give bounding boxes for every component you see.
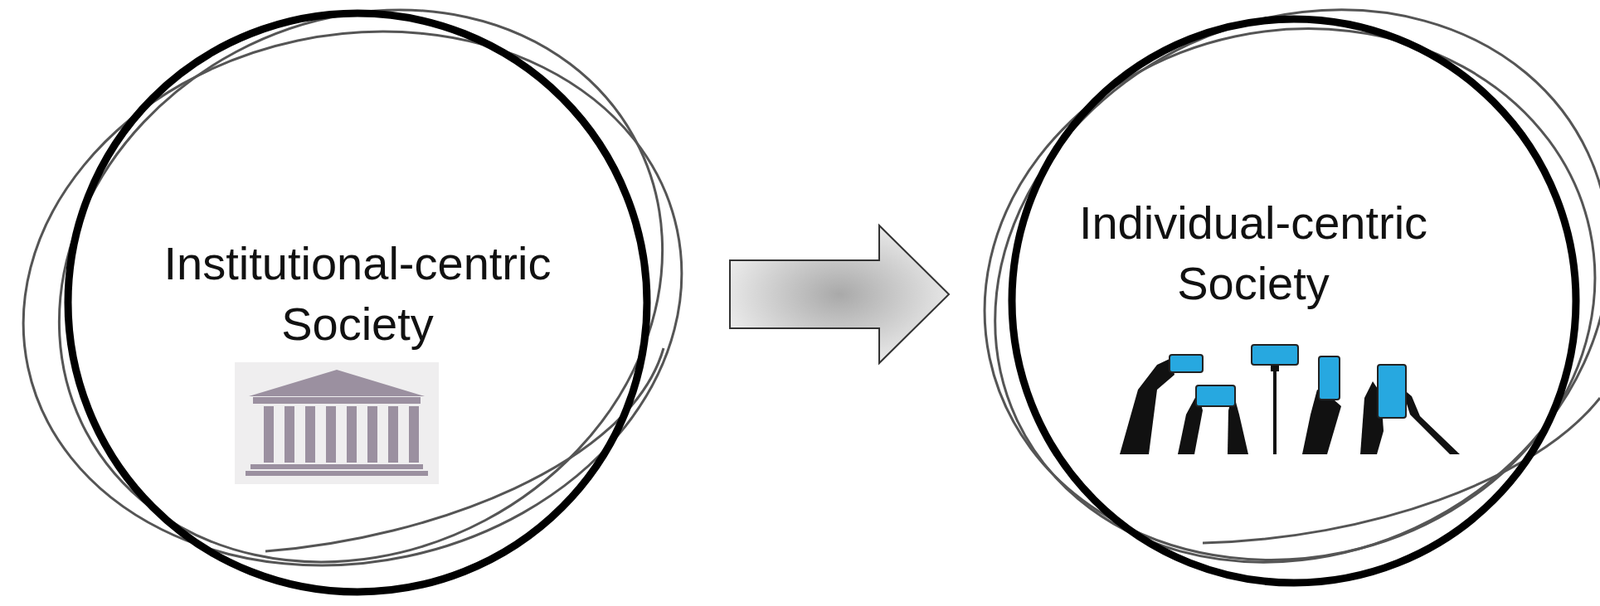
node-label: Individual-centric Society bbox=[1054, 193, 1453, 315]
society-circle: Individual-centric Society bbox=[1007, 14, 1581, 588]
block-arrow bbox=[729, 225, 949, 364]
phones-illustration bbox=[1119, 345, 1460, 455]
node-label: Institutional-centric Society bbox=[158, 233, 557, 356]
society-circle: Institutional-centric Society bbox=[63, 9, 652, 597]
building-icon bbox=[234, 362, 439, 485]
